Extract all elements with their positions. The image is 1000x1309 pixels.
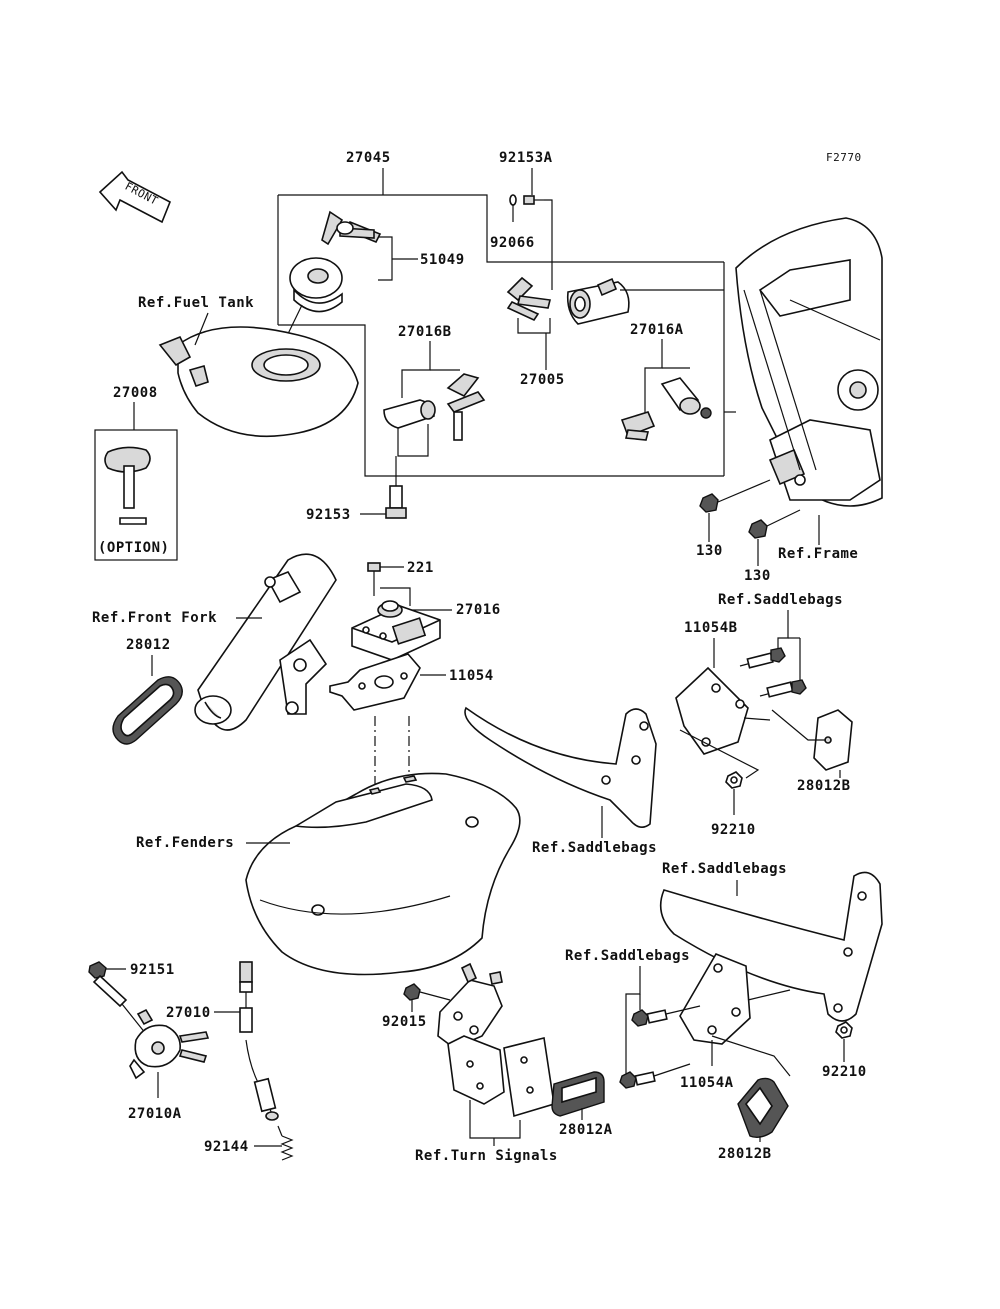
label-221: 221 — [407, 560, 434, 576]
label-28012B-2: 28012B — [718, 1146, 772, 1162]
reflector-28012 — [112, 676, 183, 745]
figure-code: F2770 — [826, 151, 862, 164]
ref-saddlebags-1-label: Ref.Saddlebags — [718, 592, 843, 608]
label-11054A: 11054A — [680, 1075, 734, 1091]
bracket-11054A — [679, 953, 791, 1077]
bolt-saddlebag-b — [759, 679, 807, 698]
ref-fenders-label: Ref.Fenders — [136, 835, 234, 851]
reflector-28012B-a — [771, 709, 853, 778]
label-92144: 92144 — [204, 1139, 249, 1155]
label-28012A: 28012A — [559, 1122, 613, 1138]
label-27016B: 27016B — [398, 324, 452, 340]
fuel-cap — [284, 257, 343, 341]
ref-saddlebags-3-label: Ref.Saddlebags — [662, 861, 787, 877]
nut-92015 — [403, 983, 451, 1012]
label-27010A: 27010A — [128, 1106, 182, 1122]
label-28012: 28012 — [126, 637, 171, 653]
saddlebag-support-bottom — [659, 871, 883, 1022]
label-92151: 92151 — [130, 962, 175, 978]
label-27016: 27016 — [456, 602, 501, 618]
key-set-51049 — [321, 210, 418, 281]
label-27016A: 27016A — [630, 322, 684, 338]
nut-130-a — [699, 479, 771, 542]
label-27005: 27005 — [520, 372, 565, 388]
assembly-27045-brackets — [277, 168, 725, 477]
lock-27016B — [383, 399, 436, 457]
nut-92210-a — [679, 729, 760, 815]
label-27010: 27010 — [166, 1005, 211, 1021]
bolt-92151 — [88, 961, 128, 1008]
front-fork — [194, 553, 337, 731]
turn-signal-bracket — [437, 962, 555, 1118]
ref-turn-signals-label: Ref.Turn Signals — [415, 1148, 558, 1164]
rear-fender — [245, 772, 521, 976]
washer-92066 — [509, 194, 517, 222]
label-92153: 92153 — [306, 507, 351, 523]
bracket-plate-11054 — [329, 653, 446, 711]
bolt-saddlebag-c — [631, 1005, 701, 1027]
ignition-switch-27005 — [566, 277, 724, 325]
ref-frame-label: Ref.Frame — [778, 546, 858, 562]
spring-92144 — [254, 1125, 294, 1161]
label-27045: 27045 — [346, 150, 391, 166]
reflector-28012B-b — [737, 1077, 789, 1142]
label-92210-1: 92210 — [711, 822, 756, 838]
ref-fuel-tank-label: Ref.Fuel Tank — [138, 295, 254, 311]
keys-27005 — [506, 276, 551, 370]
label-92153A: 92153A — [499, 150, 553, 166]
label-92015: 92015 — [382, 1014, 427, 1030]
frame-structure — [735, 217, 883, 507]
label-130-a: 130 — [696, 543, 723, 559]
nut-130-b — [748, 509, 801, 566]
label-92066: 92066 — [490, 235, 535, 251]
label-27008: 27008 — [113, 385, 158, 401]
screw-221 — [367, 562, 404, 596]
helmet-lock-27016 — [351, 600, 441, 661]
fuel-tank — [158, 326, 359, 438]
keys-27016B — [446, 373, 486, 441]
option-label: (OPTION) — [98, 540, 169, 556]
screw-92153A — [523, 195, 553, 290]
switch-27010A — [121, 1003, 210, 1080]
front-arrow-icon: FRONT — [98, 170, 172, 224]
label-130-b: 130 — [744, 568, 771, 584]
ref-saddlebags-2-label: Ref.Saddlebags — [532, 840, 657, 856]
label-28012B-1: 28012B — [797, 778, 851, 794]
bolt-saddlebag-d — [619, 1063, 691, 1089]
key-27008-option-box — [94, 429, 178, 561]
bracket-11054B — [675, 666, 771, 755]
label-11054: 11054 — [449, 668, 494, 684]
bolt-92153 — [360, 456, 407, 519]
saddlebag-support-top — [464, 706, 657, 828]
wire-27010 — [214, 961, 279, 1121]
ref-front-fork-label: Ref.Front Fork — [92, 610, 217, 626]
bolt-saddlebag-a — [739, 647, 786, 669]
label-51049: 51049 — [420, 252, 465, 268]
label-11054B: 11054B — [684, 620, 738, 636]
label-92210-2: 92210 — [822, 1064, 867, 1080]
reflector-28012A — [551, 1071, 605, 1120]
ref-saddlebags-4-label: Ref.Saddlebags — [565, 948, 690, 964]
nut-92210-b — [835, 1021, 853, 1062]
lock-27016A — [620, 377, 712, 441]
